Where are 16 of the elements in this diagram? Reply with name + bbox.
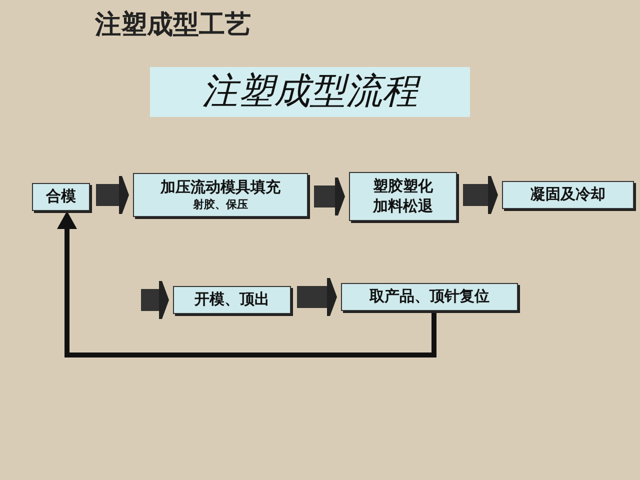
process-box bbox=[349, 172, 457, 221]
return-arrow bbox=[57, 211, 436, 358]
page-title: 注塑成型工艺 bbox=[95, 9, 251, 42]
step-label: 取产品、顶针复位 bbox=[370, 287, 490, 307]
process-box bbox=[133, 173, 308, 217]
step-label: 加压流动模具填充 bbox=[160, 178, 280, 198]
process-box bbox=[341, 283, 518, 311]
step-label: 合模 bbox=[46, 187, 76, 207]
step-label: 开模、顶出 bbox=[194, 290, 270, 310]
process-box bbox=[32, 183, 90, 211]
step-label: 凝固及冷却 bbox=[530, 185, 606, 205]
process-box bbox=[173, 286, 291, 314]
title-banner bbox=[150, 67, 470, 117]
step-label: 塑胶塑化加料松退 bbox=[372, 177, 434, 216]
step-sublabel: 射胶、保压 bbox=[193, 198, 248, 212]
process-box bbox=[502, 181, 634, 209]
